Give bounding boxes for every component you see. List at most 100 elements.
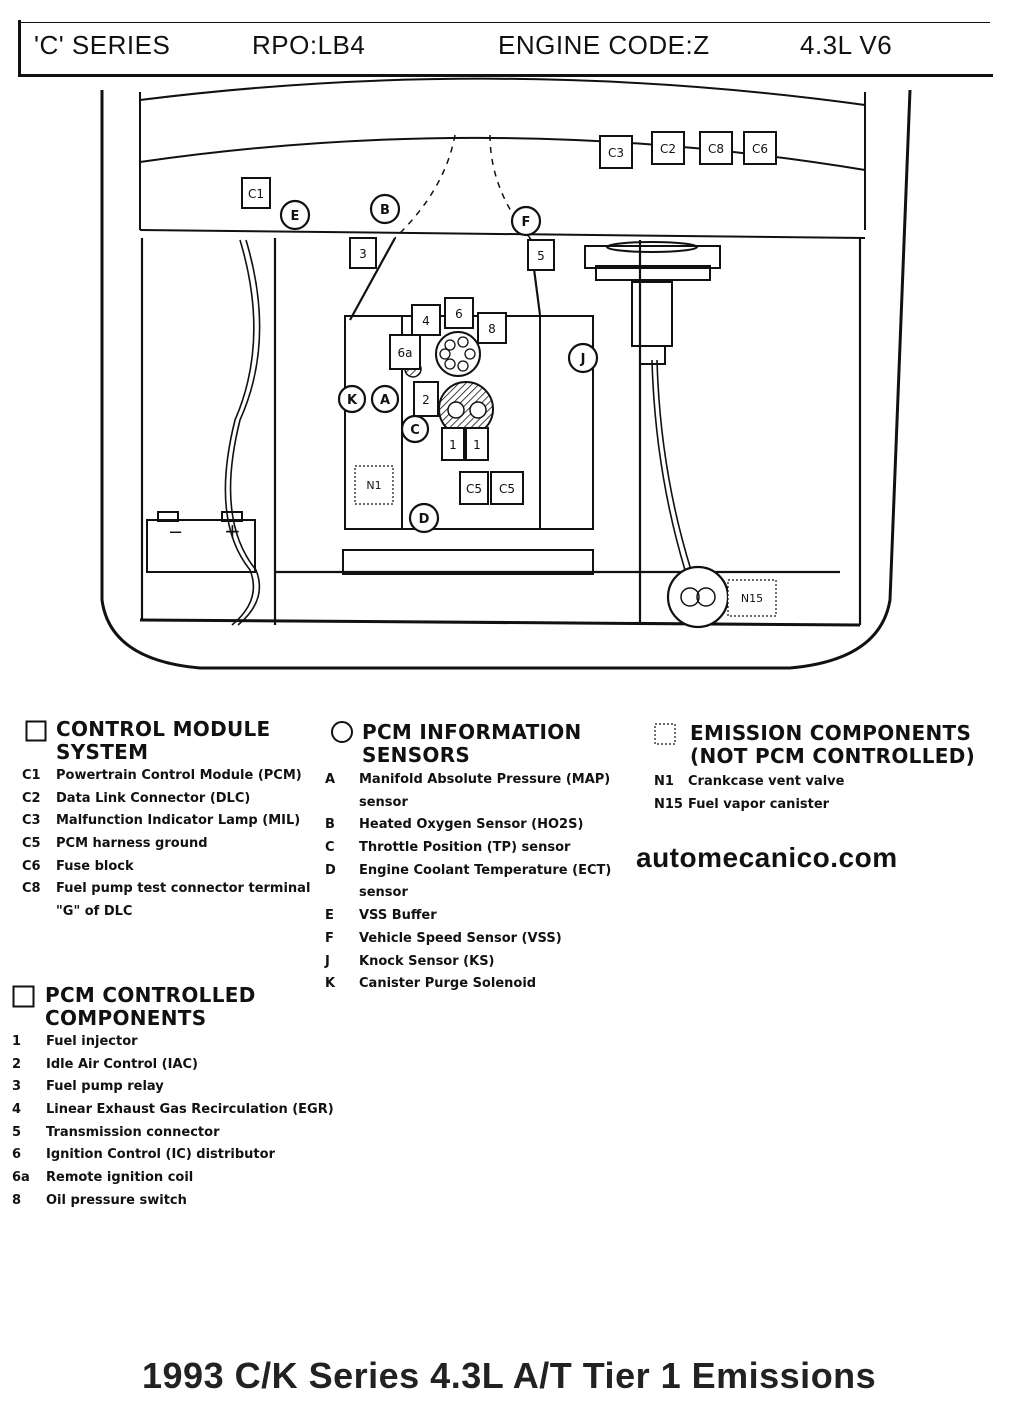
sensor-label-k: K: [347, 393, 358, 408]
sensor-label-b: B: [380, 203, 390, 218]
control-module-code: C3: [22, 813, 41, 829]
control-module-text: Data Link Connector (DLC): [56, 790, 251, 806]
watermark-text: automecanico.com: [636, 842, 898, 873]
control-module-text: Fuel pump test connector terminal: [56, 881, 311, 897]
rpo-label: RPO:LB4: [252, 30, 366, 60]
control-module-code: C2: [22, 790, 41, 806]
box-label-c6: C6: [752, 142, 768, 156]
control-module-item: C6 Fuse block: [22, 856, 310, 879]
air-cleaner: [584, 241, 721, 365]
box-label-c8: C8: [708, 142, 724, 156]
box-label-r6a: 6a: [398, 346, 413, 360]
sensor-d: D: [408, 502, 440, 534]
control-module-text: "G" of DLC: [56, 904, 133, 920]
control-module-heading: CONTROL MODULE SYSTEM: [56, 717, 271, 764]
engine-bay-frame: [139, 237, 862, 627]
box-label-r1a: 1: [449, 438, 457, 452]
front-crossmember: [342, 549, 594, 575]
pcm-sensor-code: B: [325, 817, 335, 833]
emission-heading: EMISSION COMPONENTS (NOT PCM CONTROLLED): [690, 721, 976, 768]
box-r6: 6: [444, 297, 474, 329]
emission-code: N1: [654, 774, 674, 789]
pcm-controlled-code: 4: [12, 1102, 22, 1118]
series-label: 'C' SERIES: [34, 30, 171, 60]
sensor-label-j: J: [580, 352, 586, 367]
throttle-bore-left: [447, 401, 465, 419]
pcm-controlled-code: 6a: [12, 1170, 30, 1186]
control-module-text: Fuse block: [56, 858, 134, 874]
box-c5b: C5: [490, 471, 524, 505]
control-module-code: C6: [22, 858, 41, 874]
pcm-sensor-text: Manifold Absolute Pressure (MAP): [359, 772, 611, 787]
emission-n15: N15: [727, 579, 777, 617]
pcm-controlled-text: Ignition Control (IC) distributor: [46, 1147, 275, 1163]
pcm-controlled-text: Fuel injector: [46, 1034, 138, 1049]
battery-plus: +: [224, 519, 241, 543]
throttle-bore-right: [469, 401, 487, 419]
box-label-c3: C3: [608, 146, 624, 160]
canister-body: [666, 565, 730, 629]
box-label-r8: 8: [488, 322, 496, 336]
pcm-controlled-code: 5: [12, 1124, 22, 1140]
box-r4: 4: [411, 304, 441, 336]
box-label-r5: 5: [537, 249, 545, 263]
box-label-r4: 4: [422, 314, 430, 328]
square-icon: [25, 720, 47, 742]
pcm-controlled-text: Transmission connector: [46, 1124, 220, 1140]
pcm-controlled-text: Remote ignition coil: [46, 1170, 194, 1186]
pcm-controlled-code: 3: [12, 1079, 22, 1095]
box-r3: 3: [349, 237, 377, 269]
sensor-b: B: [369, 193, 401, 225]
pcm-sensor-item: sensor: [325, 882, 611, 905]
box-r2: 2: [413, 381, 439, 417]
pcm-controlled-item: 5 Transmission connector: [12, 1122, 334, 1145]
sensor-k: K: [337, 384, 367, 414]
fan-shroud-dashes: [394, 134, 531, 239]
pcm-sensor-code: A: [325, 772, 336, 787]
distributor-cap: [435, 331, 481, 377]
pcm-sensor-item: A Manifold Absolute Pressure (MAP): [325, 769, 611, 792]
pcm-sensor-text: Heated Oxygen Sensor (HO2S): [359, 817, 584, 833]
engine-code-label: ENGINE CODE:Z: [498, 30, 710, 60]
box-label-c1: C1: [248, 187, 264, 201]
control-module-item: C2 Data Link Connector (DLC): [22, 788, 310, 811]
pcm-sensor-text: Vehicle Speed Sensor (VSS): [359, 930, 562, 946]
pcm-sensor-code: D: [325, 862, 336, 878]
header-bar: [18, 20, 993, 77]
pcm-controlled-text: Idle Air Control (IAC): [46, 1056, 198, 1072]
pcm-sensor-code: C: [325, 840, 335, 856]
battery-minus: −: [168, 522, 183, 543]
distributor-towers: [439, 336, 476, 372]
sensor-label-f: F: [522, 215, 531, 230]
box-label-r3: 3: [359, 247, 367, 261]
box-label-c5a: C5: [466, 482, 482, 496]
pcm-sensor-code: E: [325, 908, 334, 924]
dotted-square-icon: [654, 723, 676, 745]
footer-caption: 1993 C/K Series 4.3L A/T Tier 1 Emission…: [142, 1355, 877, 1396]
box-c8: C8: [699, 131, 733, 165]
canister-port-right: [696, 587, 716, 607]
box-label-r6: 6: [455, 307, 463, 321]
header-top-rule: [18, 22, 990, 23]
pcm-sensor-text: Canister Purge Solenoid: [359, 976, 537, 992]
box-r6a: 6a: [389, 334, 421, 370]
box-r1b: 1: [465, 427, 489, 461]
box-c2: C2: [651, 131, 685, 165]
